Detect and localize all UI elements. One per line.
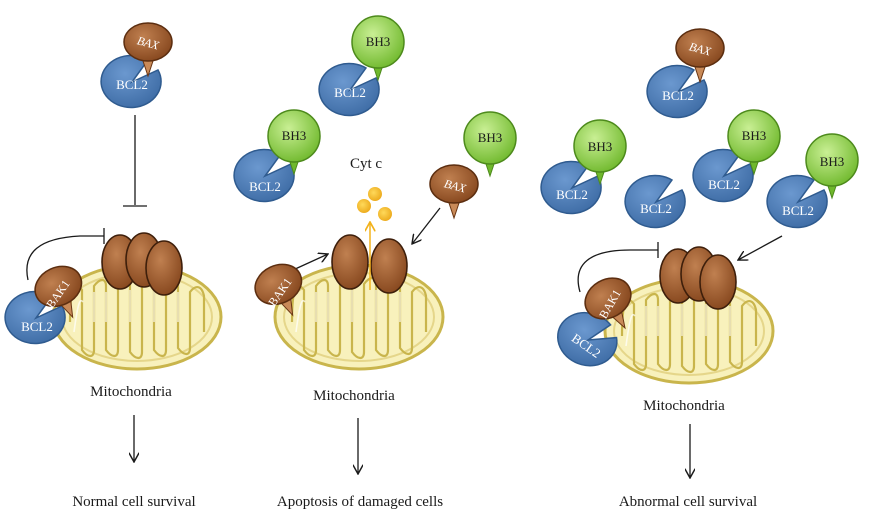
pore-right (145, 240, 183, 296)
bh3-bcl2-complex-3b: BCL2 BH3 (692, 109, 781, 203)
feedback-curve-3 (577, 249, 658, 293)
outcome-label: Normal cell survival (72, 494, 195, 510)
bcl2-label-free: BCL2 (640, 201, 672, 216)
cyt-c-dot-3 (378, 207, 392, 221)
outcome-label-3: Abnormal cell survival (619, 494, 757, 510)
bcl2-label-7: BCL2 (708, 177, 740, 192)
bax-activation-arrow (412, 207, 441, 244)
bh3-label-2: BH3 (282, 128, 307, 143)
bax-label-3: BAX (688, 39, 714, 58)
bcl2-label-8: BCL2 (782, 203, 814, 218)
bh3-bcl2-complex-left: BCL2 BH3 (233, 109, 321, 203)
panel-abnormal: BCL2 BAX BCL2 BH3 BCL2 BCL2 BH3 BCL2 BH3 (540, 28, 859, 510)
bak1-bcl2-complex-3: BCL2 BAK1 (549, 269, 647, 375)
mitochondria-caption-3: Mitochondria (643, 398, 725, 414)
bh3-bcl2-complex-3c: BCL2 BH3 (766, 133, 859, 229)
pore-left-2 (331, 234, 369, 290)
bcl2-label: BCL2 (116, 77, 148, 92)
bak1-bcl2-complex: BCL2 BAK1 (4, 258, 96, 345)
bh3-label-5: BH3 (742, 128, 767, 143)
outcome-label-2: Apoptosis of damaged cells (277, 494, 443, 510)
bcl2-label-5: BCL2 (662, 88, 694, 103)
cyt-c-dot-1 (368, 187, 382, 201)
mitochondria-caption-2: Mitochondria (313, 388, 395, 404)
bh3-label-4: BH3 (588, 139, 613, 154)
cyt-c-dot-2 (357, 199, 371, 213)
pore-right-2 (370, 238, 408, 294)
bcl2-label-6: BCL2 (556, 187, 588, 202)
bcl2-label-2: BCL2 (21, 319, 53, 334)
feedback-curve (26, 235, 104, 281)
bcl2-arrow-3 (738, 235, 783, 260)
bax-label-2: BAX (443, 176, 469, 195)
bh3-bax-complex: BAX BH3 (429, 111, 517, 219)
bh3-label: BH3 (366, 34, 391, 49)
bh3-bcl2-complex-3a: BCL2 BH3 (540, 119, 627, 215)
bcl2-label-4: BCL2 (249, 179, 281, 194)
cyt-c-label: Cyt c (350, 156, 382, 172)
bh3-label-3: BH3 (478, 130, 503, 145)
bcl2-label-3: BCL2 (334, 85, 366, 100)
panel-normal: BCL2 BAX BCL2 BAK1 Mitochondria Normal c… (4, 22, 223, 510)
bax-label: BAX (136, 33, 162, 52)
mitochondria-caption: Mitochondria (90, 384, 172, 400)
bak1-activation-arrow (292, 254, 328, 271)
bcl2-bax-complex-3: BCL2 BAX (646, 28, 725, 119)
bcl2-bax-complex: BCL2 BAX (100, 22, 173, 109)
panel-apoptosis: BCL2 BH3 BCL2 BH3 BAX BH3 Cyt c (233, 15, 517, 510)
bh3-label-6: BH3 (820, 154, 845, 169)
bcl2-shape-8 (766, 174, 828, 229)
bh3-bcl2-complex-top: BCL2 BH3 (318, 15, 405, 117)
pore-right-3 (699, 254, 737, 310)
